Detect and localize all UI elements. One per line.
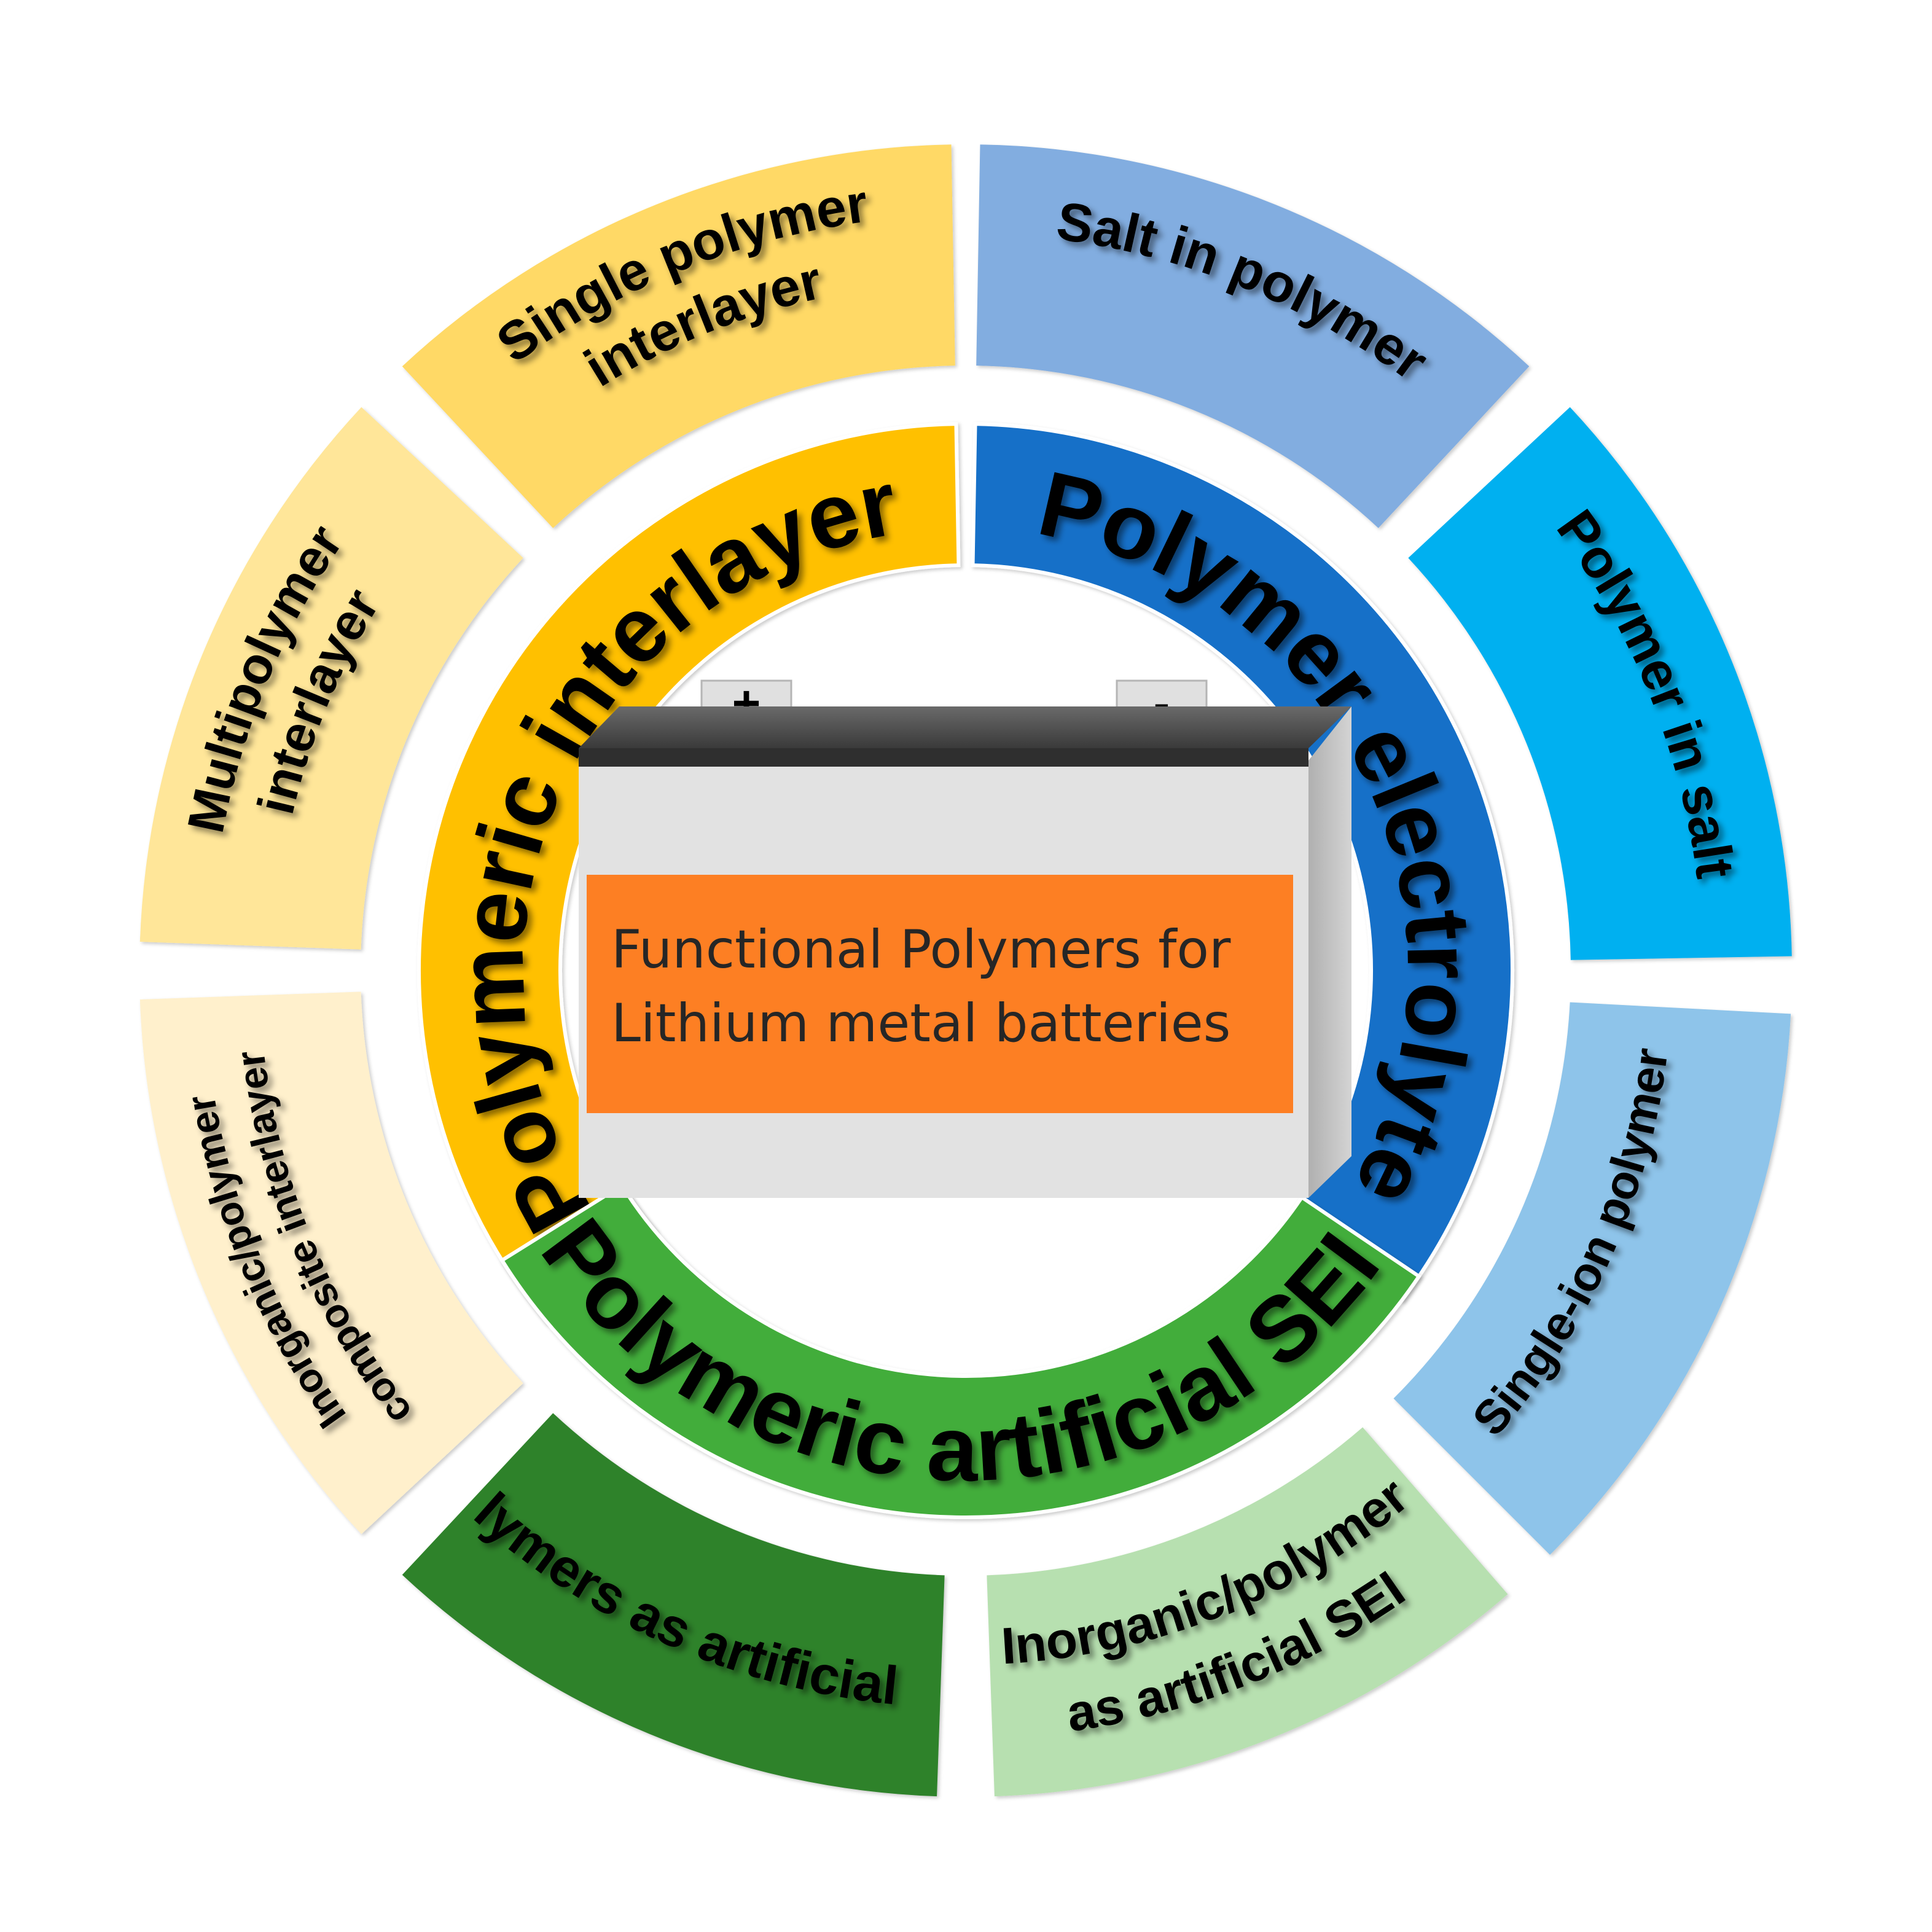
center-title-line2: Lithium metal batteries [611,993,1230,1054]
center-title-line1: Functional Polymers for [611,919,1231,980]
center-label-box [587,875,1293,1113]
battery-top-band [579,748,1308,767]
outer-segment-inorganic-polymer-composite-interlayer: Inorganic/polymer composite interlayer [139,991,523,1535]
battery-top [579,706,1351,748]
outer-segment-polymer-in-salt: Polymer in salt [1408,407,1792,960]
outer-segment-multipolymer-interlayer: Multipolymer interlayer [139,407,523,950]
battery-side [1308,706,1351,1198]
battery-illustration: + - Functional Polymers for Lithium meta… [579,676,1351,1198]
inner-segment-polymeric-artificial-sei: Polymeric artificial SEI [499,1183,1422,1519]
